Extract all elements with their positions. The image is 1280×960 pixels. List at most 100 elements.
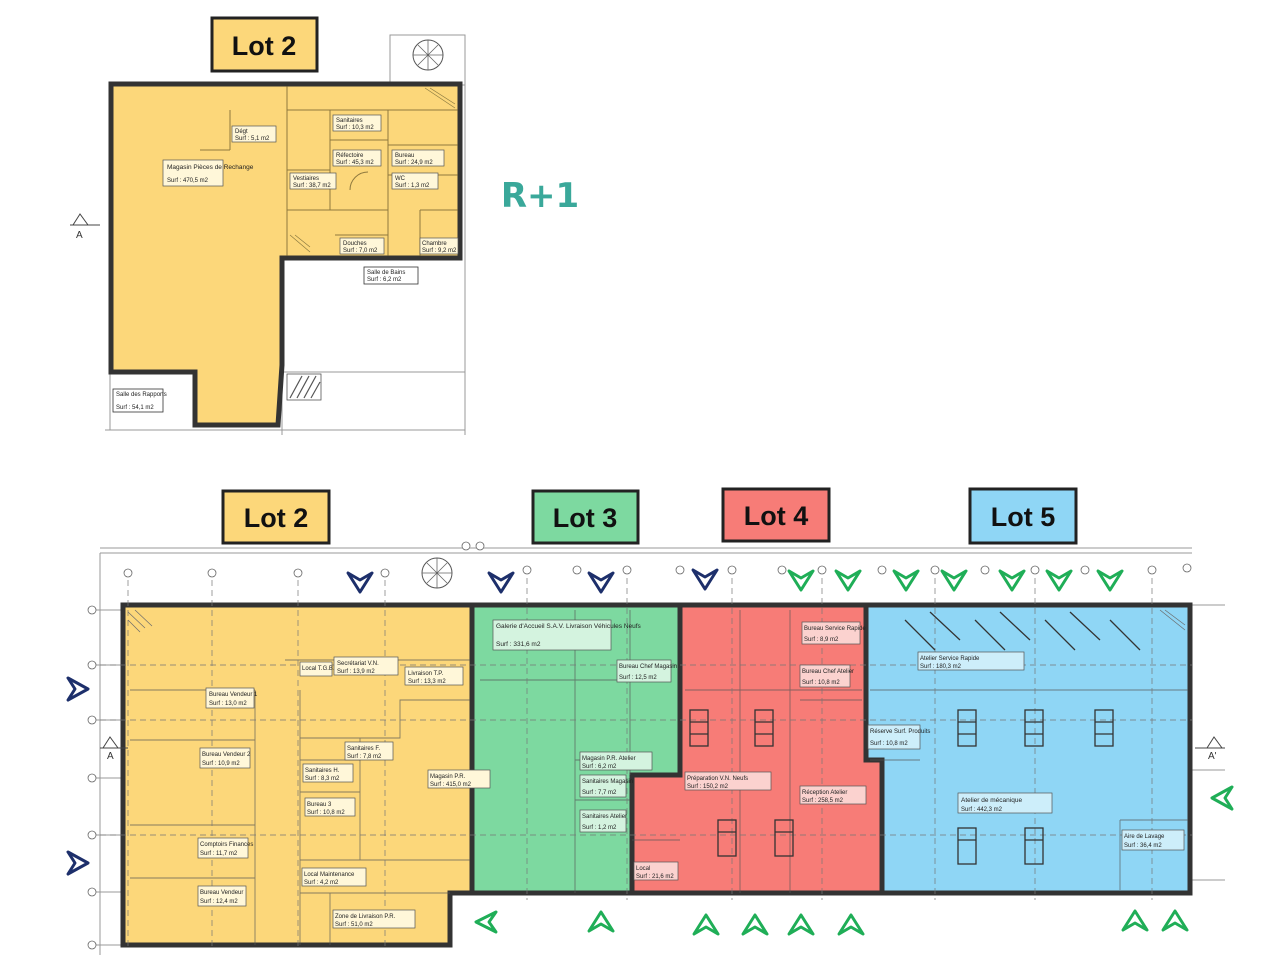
- vehicle-access-arrow-icon: [474, 910, 498, 934]
- room-name: Réserve Surf. Produits: [870, 729, 930, 735]
- lot5-label-box: [968, 487, 1078, 545]
- upper-lot2-label-box: [210, 16, 319, 73]
- floor-level-label: R+1: [501, 176, 579, 216]
- room-area: Surf : 54,1 m2: [116, 405, 154, 411]
- room-name: Aire de Lavage: [1124, 834, 1165, 840]
- room-name: Magasin P.R.: [430, 774, 466, 780]
- vehicle-access-arrow-icon: [787, 913, 815, 936]
- room-area: Surf : 12,4 m2: [200, 899, 238, 905]
- lot3-label: Lot 3: [553, 503, 618, 533]
- lot4-label: Lot 4: [744, 501, 809, 531]
- room-area: Surf : 470,5 m2: [167, 178, 209, 184]
- svg-text:A: A: [76, 230, 83, 241]
- room-name: Sanitaires Magasin: [582, 779, 633, 785]
- room-name: Galerie d'Accueil S.A.V. Livraison Véhic…: [496, 623, 642, 630]
- upper-lot2-area: [108, 81, 463, 428]
- room-name: Bureau Vendeur: [200, 890, 243, 896]
- entrance-arrow-icon: [346, 571, 374, 594]
- lower-section-marker-a: A: [100, 736, 128, 762]
- room-name: Comptoirs Finances: [200, 842, 253, 848]
- room-area: Surf : 9,2 m2: [422, 248, 457, 254]
- room-area: Surf : 10,8 m2: [307, 810, 345, 816]
- vehicle-access-arrow-icon: [1096, 569, 1124, 592]
- room-area: Surf : 7,7 m2: [582, 790, 617, 796]
- lower-hatching: [127, 609, 1186, 633]
- room-name: Magasin P.R. Atelier: [582, 756, 636, 762]
- entrance-arrow-icon: [691, 568, 719, 591]
- lot2-label-box: [221, 489, 331, 545]
- room-area: Surf : 331,6 m2: [496, 641, 541, 648]
- lower-lot2-area: [120, 602, 475, 948]
- room-name: Sanitaires: [336, 118, 363, 124]
- room-area: Surf : 10,8 m2: [802, 680, 840, 686]
- room-name: Bureau Chef Magasin: [619, 664, 677, 670]
- entrance-arrow-icon: [487, 571, 515, 594]
- room-area: Surf : 5,1 m2: [235, 136, 270, 142]
- room-area: Surf : 38,7 m2: [293, 183, 331, 189]
- lower-stair-icon: [421, 557, 453, 589]
- room-area: Surf : 11,7 m2: [200, 851, 238, 857]
- room-area: Surf : 4,2 m2: [304, 880, 339, 886]
- room-name: Magasin Pièces de Rechange: [167, 164, 254, 171]
- room-name: Atelier de mécanique: [961, 797, 1022, 804]
- room-area: Surf : 180,3 m2: [920, 664, 962, 670]
- upper-stair-hatch-lines: [289, 375, 321, 399]
- room-name: Bureau: [395, 153, 414, 159]
- room-name: Secrétariat V.N.: [337, 661, 379, 667]
- room-area: Surf : 1,3 m2: [395, 183, 430, 189]
- navy-arrows: [66, 568, 719, 876]
- room-name: Bureau Vendeur 1: [209, 692, 258, 698]
- svg-text:A': A': [1208, 751, 1217, 762]
- room-name: Sanitaires F.: [347, 746, 380, 752]
- vehicle-access-arrow-icon: [1161, 909, 1189, 932]
- room-name: Sanitaires Atelier: [582, 814, 627, 820]
- entrance-arrow-icon: [66, 676, 90, 702]
- room-area: Surf : 21,6 m2: [636, 874, 674, 880]
- lower-context-lines: [88, 547, 1225, 955]
- lower-section-marker-a-prime: A': [1195, 736, 1225, 762]
- room-name: WC: [395, 176, 406, 182]
- room-area: Surf : 13,9 m2: [337, 669, 375, 675]
- vehicle-access-arrow-icon: [692, 913, 720, 936]
- room-area: Surf : 6,2 m2: [582, 764, 617, 770]
- room-name: Douches: [343, 241, 367, 247]
- svg-text:A: A: [107, 751, 114, 762]
- room-name: Salle des Rapports: [116, 392, 167, 398]
- room-area: Surf : 36,4 m2: [1124, 843, 1162, 849]
- room-name: Bureau Vendeur 2: [202, 752, 251, 758]
- room-name: Sanitaires H.: [305, 768, 340, 774]
- room-area: Surf : 24,9 m2: [395, 160, 433, 166]
- room-area: Surf : 45,3 m2: [336, 160, 374, 166]
- vehicle-access-arrow-icon: [1210, 785, 1234, 811]
- lower-plan: Bureau Vendeur 1 Surf : 13,0 m2 Local T.…: [66, 487, 1234, 955]
- lot2-label: Lot 2: [244, 503, 309, 533]
- lower-room-labels: Bureau Vendeur 1 Surf : 13,0 m2 Local T.…: [197, 619, 1185, 929]
- lower-room-lines: [130, 610, 1188, 945]
- room-area: Surf : 415,0 m2: [430, 782, 472, 788]
- room-name: Vestiaires: [293, 176, 319, 182]
- vehicle-access-arrow-icon: [741, 913, 769, 936]
- room-area: Surf : 8,3 m2: [305, 776, 340, 782]
- upper-stair-hatch: [286, 373, 322, 401]
- upper-hatching: [289, 87, 456, 253]
- room-area: Surf : 13,0 m2: [209, 701, 247, 707]
- vehicle-access-arrow-icon: [892, 569, 920, 592]
- vehicle-access-arrow-icon: [1121, 909, 1149, 932]
- upper-plan: Magasin Pièces de Rechange Surf : 470,5 …: [70, 16, 579, 435]
- upper-stair-icon: [412, 39, 444, 71]
- room-area: Surf : 7,0 m2: [343, 248, 378, 254]
- room-area: Surf : 10,8 m2: [870, 741, 908, 747]
- room-name: Local Maintenance: [304, 872, 355, 878]
- vehicle-access-arrow-icon: [1045, 569, 1073, 592]
- upper-room-labels: Magasin Pièces de Rechange Surf : 470,5 …: [112, 114, 459, 413]
- room-area: Surf : 6,2 m2: [367, 277, 402, 283]
- room-name: Local T.G.B.T: [302, 666, 339, 672]
- upper-section-marker-a: A: [70, 213, 100, 241]
- room-area: Surf : 51,0 m2: [335, 922, 373, 928]
- vehicle-access-arrow-icon: [787, 569, 815, 592]
- vehicle-lifts: [689, 611, 1141, 865]
- entrance-arrow-icon: [66, 850, 90, 876]
- room-area: Surf : 12,5 m2: [619, 675, 657, 681]
- room-name: Bureau 3: [307, 802, 332, 808]
